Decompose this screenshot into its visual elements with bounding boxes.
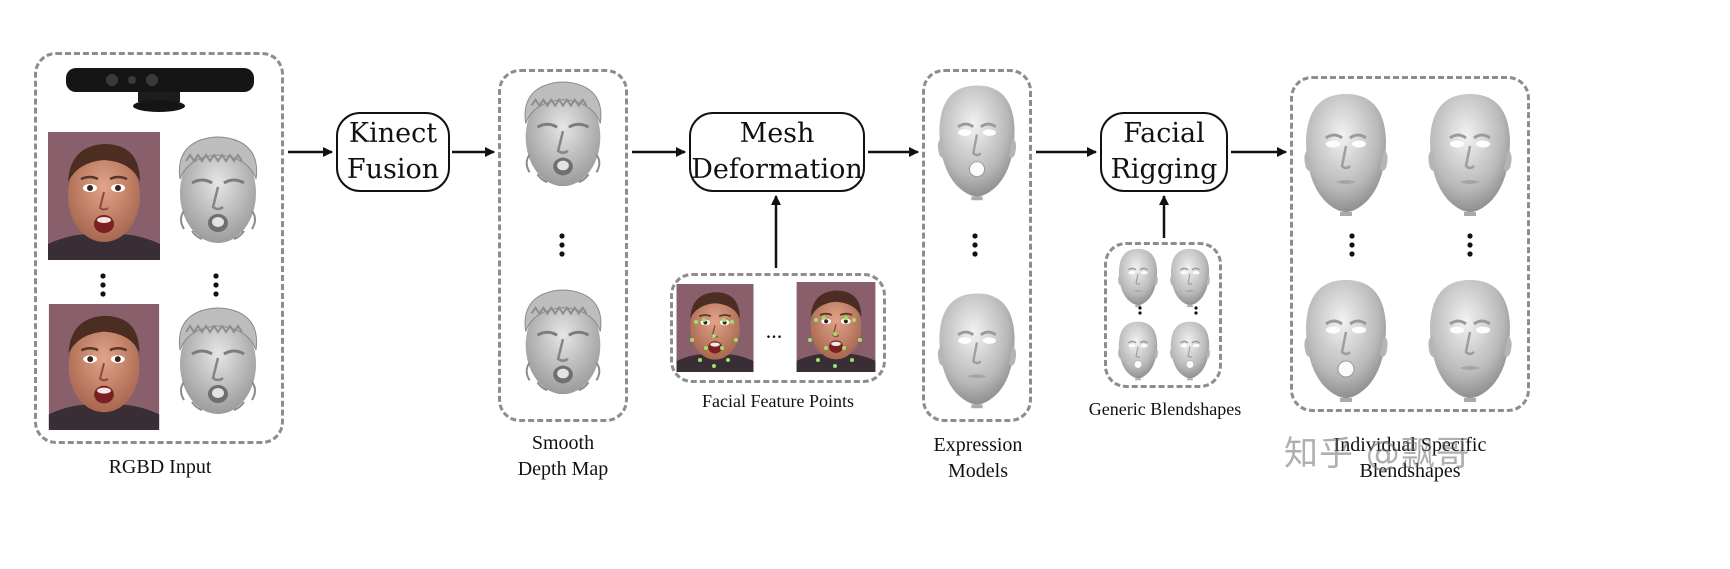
face-photo-top [48, 132, 160, 260]
smooth-depth-map-caption: Smooth Depth Map [517, 432, 609, 480]
kinect-fusion-label: Kinect Fusion [346, 118, 440, 185]
face-photo-bottom [48, 304, 160, 430]
individual-blendshape-4 [1428, 280, 1511, 402]
watermark: 知乎 @飘哥 [1284, 434, 1471, 474]
generic-blendshape-3 [1118, 322, 1158, 381]
individual-blendshape-2 [1428, 94, 1511, 216]
individual-blendshape-3 [1304, 280, 1387, 402]
vertical-ellipsis-group [100, 233, 1473, 315]
smooth-depth-top [523, 80, 603, 188]
facial-rigging-label: Facial Rigging [1110, 118, 1218, 185]
mesh-deformation-box: Mesh Deformation [689, 112, 865, 192]
generic-blendshapes-caption: Generic Blendshapes [1088, 399, 1242, 419]
kinect-sensor-icon [66, 68, 254, 112]
generic-blendshape-4 [1170, 322, 1210, 381]
rgbd-input-group [34, 52, 284, 444]
individual-blendshape-1 [1304, 94, 1387, 216]
expression-models-group [922, 69, 1032, 422]
mesh-deformation-label: Mesh Deformation [691, 118, 863, 185]
facial-rigging-box: Facial Rigging [1100, 112, 1228, 192]
feature-photo-left [676, 284, 754, 372]
generic-blendshape-1 [1118, 249, 1158, 307]
individual-blendshapes-caption: Individual Specific Blendshapes [1333, 434, 1487, 482]
rgbd-input-caption: RGBD Input [108, 456, 212, 478]
smooth-depth-bottom [523, 288, 603, 396]
kinect-fusion-box: Kinect Fusion [336, 112, 450, 192]
feature-points-group [670, 273, 886, 383]
expression-model-bottom [938, 294, 1016, 409]
generic-blendshape-2 [1170, 249, 1210, 307]
expression-models-caption: Expression Models [933, 434, 1023, 482]
feature-photo-right [795, 282, 877, 372]
individual-blendshapes-group [1290, 76, 1530, 412]
generic-blendshapes-group [1104, 242, 1222, 388]
feature-points-ellipsis: ... [765, 318, 783, 343]
depth-scan-bottom [177, 306, 259, 416]
expression-model-top [938, 86, 1016, 201]
facial-feature-points-caption: Facial Feature Points [702, 391, 854, 411]
depth-scan-top [177, 135, 259, 245]
smooth-depth-group [498, 69, 628, 422]
